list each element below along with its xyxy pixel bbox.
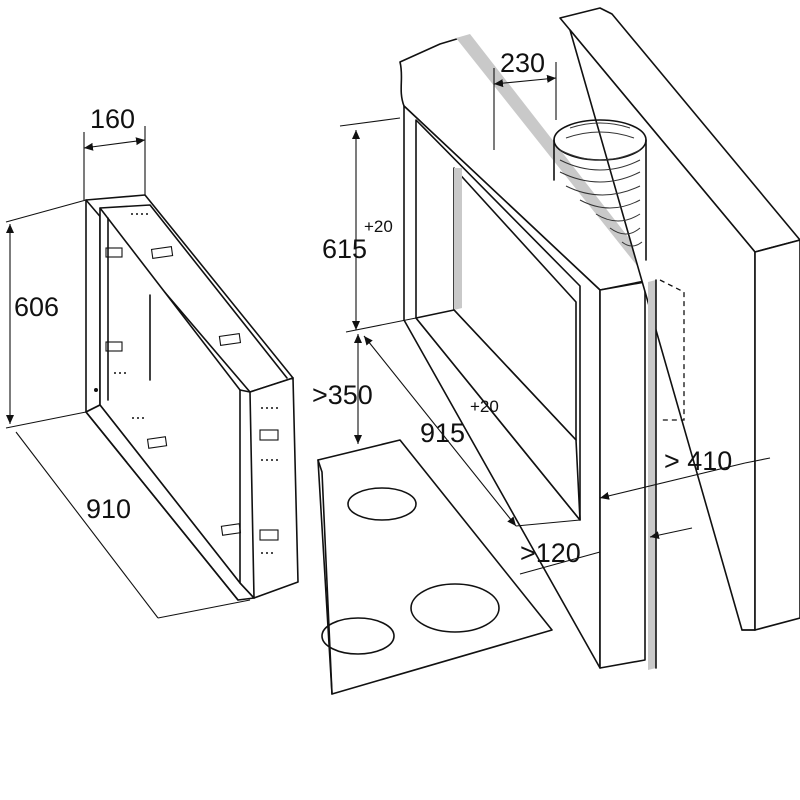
frame-height-label: 606 <box>14 292 59 322</box>
hob-clearance-label: >350 <box>312 380 373 410</box>
frame-height-dimension: 606 <box>5 199 87 429</box>
mounting-frame <box>85 194 299 601</box>
niche-height-label: 615 <box>322 234 367 264</box>
niche-width-label: 915 <box>420 418 465 448</box>
niche-height-tolerance: +20 <box>364 217 393 236</box>
wall-depth-dimension: > 410 <box>599 446 771 500</box>
niche-width-tolerance: +20 <box>470 397 499 416</box>
frame-width-dimension: 910 <box>15 431 251 619</box>
wall-depth-label: > 410 <box>664 446 732 476</box>
niche-height-dimension: 615 +20 <box>322 117 417 333</box>
frame-width-label: 910 <box>86 494 131 524</box>
duct-gap-label: 230 <box>500 48 545 78</box>
hob-clearance-dimension: >350 <box>312 334 373 444</box>
duct-gap-dimension: 230 <box>493 48 557 150</box>
niche-width-dimension: 915 +20 <box>363 335 581 527</box>
frame-depth-label: 160 <box>90 104 135 134</box>
front-min-dimension: >120 <box>519 527 693 575</box>
exhaust-duct <box>553 119 647 261</box>
frame-depth-dimension: 160 <box>83 104 146 200</box>
front-min-label: >120 <box>520 538 581 568</box>
